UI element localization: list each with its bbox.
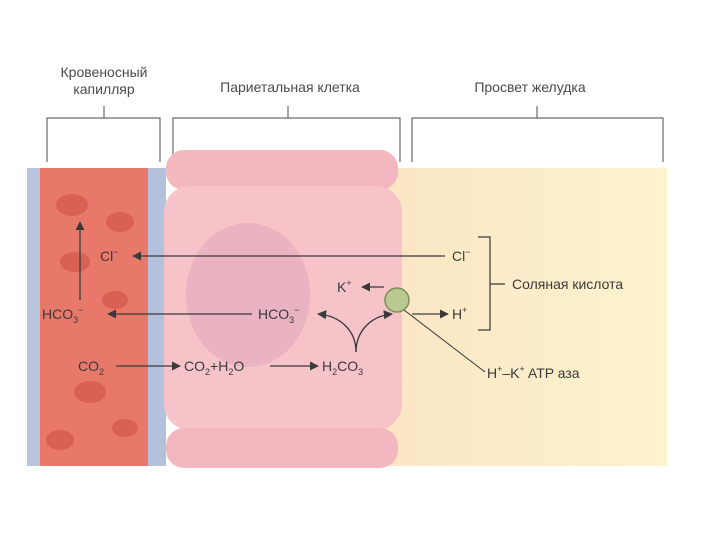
header-capillary-line1: Кровеносный	[61, 64, 148, 80]
capillary-outer-membrane	[27, 168, 44, 466]
label-co2-h2o: CO2+H2O	[184, 358, 244, 377]
label-k-cell: K+	[337, 278, 352, 295]
parietal-cell-top	[166, 150, 398, 190]
label-cl-lumen: Cl−	[452, 247, 471, 264]
label-proton-pump: H+–K+ ATP аза	[487, 364, 580, 381]
dissociation-curve-left	[317, 310, 357, 353]
parietal-cell-bottom	[166, 428, 398, 468]
proton-pump-icon	[384, 287, 410, 313]
label-h-lumen: H+	[452, 305, 467, 322]
header-stomach-lumen: Просвет желудка	[474, 79, 586, 95]
label-cl-blood: Cl−	[100, 247, 119, 264]
red-blood-cells	[46, 194, 138, 450]
label-hco3-cell: HCO3−	[258, 305, 299, 325]
hcl-bracket	[478, 236, 505, 331]
cell-nucleus	[186, 223, 310, 367]
header-capillary-line2: капилляр	[73, 81, 135, 97]
capillary-inner-membrane	[148, 168, 166, 466]
label-hco3-blood: HCO3−	[42, 305, 83, 325]
header-parietal-cell: Париетальная клетка	[220, 79, 360, 95]
bracket-lumen	[411, 106, 664, 162]
bracket-parietal	[172, 106, 401, 162]
label-h2co3: H2CO3	[322, 358, 363, 377]
label-co2-blood: CO2	[78, 358, 104, 377]
pump-leader-line	[403, 309, 486, 373]
dissociation-curve	[355, 310, 393, 353]
stomach-lumen-region	[385, 168, 667, 466]
bracket-capillary	[46, 106, 161, 162]
label-hydrochloric-acid: Соляная кислота	[512, 276, 623, 292]
